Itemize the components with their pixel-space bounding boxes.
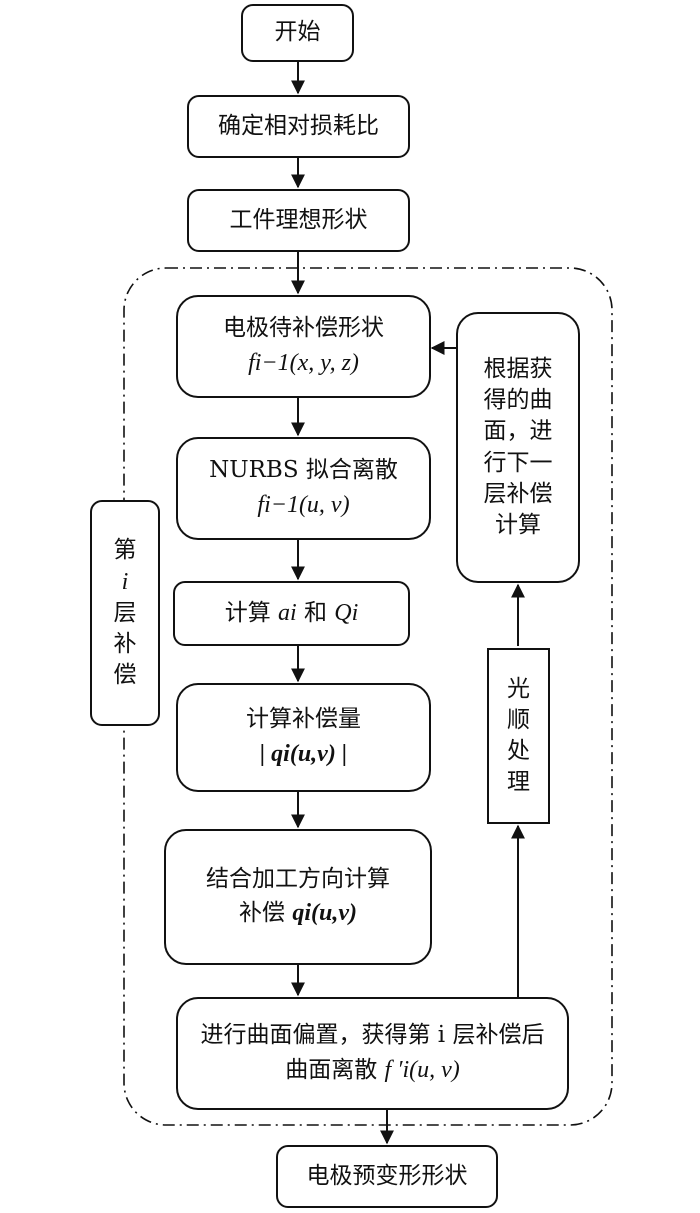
electrode-node: 电极待补偿形状 fi−1(x, y, z): [176, 295, 431, 398]
direction-label: 结合加工方向计算: [206, 865, 390, 892]
layer-char: 补: [113, 631, 137, 658]
ratio-label: 确定相对损耗比: [218, 112, 379, 139]
electrode-label: 电极待补偿形状: [223, 315, 384, 342]
amount-label: 计算补偿量: [246, 706, 361, 733]
next-line: 层补偿: [483, 480, 553, 507]
final-node: 电极预变形形状: [276, 1145, 498, 1208]
electrode-formula: fi−1(x, y, z): [248, 349, 359, 376]
layer-char: 第: [113, 536, 137, 563]
offset-prefix: 曲面离散: [285, 1056, 385, 1083]
layer-char: 层: [113, 600, 137, 627]
layer-char: i: [121, 568, 129, 595]
smooth-char: 光: [507, 675, 530, 702]
smooth-char: 顺: [507, 706, 530, 733]
nurbs-node: NURBS 拟合离散 fi−1(u, v): [176, 437, 431, 540]
compute-mid: 和: [296, 599, 335, 626]
nurbs-formula: fi−1(u, v): [257, 491, 350, 518]
next-line: 计算: [495, 511, 541, 538]
nurbs-label: NURBS 拟合离散: [209, 457, 398, 484]
next-line: 面，进: [483, 418, 553, 445]
start-label: 开始: [274, 19, 321, 46]
amount-formula: | qi(u,v) |: [259, 740, 348, 767]
ideal-shape-node: 工件理想形状: [187, 189, 410, 252]
compute-node: 计算 ai 和 Qi: [173, 581, 410, 646]
next-line: 得的曲: [483, 387, 553, 414]
compute-prefix: 计算: [224, 599, 278, 626]
layer-char: 偿: [113, 662, 137, 689]
compute-q: Qi: [334, 600, 359, 627]
direction-formula: qi(u,v): [292, 900, 357, 927]
next-line: 根据获: [483, 356, 553, 383]
final-label: 电极预变形形状: [306, 1162, 468, 1189]
direction-prefix: 补偿: [239, 900, 293, 927]
offset-formula: f ′i(u, v): [384, 1056, 460, 1083]
ideal-shape-label: 工件理想形状: [229, 206, 368, 233]
amount-node: 计算补偿量 | qi(u,v) |: [176, 683, 431, 792]
offset-label: 进行曲面偏置，获得第 i 层补偿后: [200, 1022, 545, 1049]
direction-line2: 补偿 qi(u,v): [239, 896, 357, 931]
compute-a: ai: [278, 600, 297, 627]
next-line: 行下一: [483, 449, 553, 476]
smooth-char: 处: [507, 738, 530, 764]
next-layer-node: 根据获 得的曲 面，进 行下一 层补偿 计算: [456, 312, 580, 583]
direction-node: 结合加工方向计算 补偿 qi(u,v): [164, 829, 432, 965]
ratio-node: 确定相对损耗比: [187, 95, 410, 158]
offset-line2: 曲面离散 f ′i(u, v): [285, 1053, 460, 1088]
smooth-char: 理: [507, 769, 530, 796]
start-node: 开始: [241, 4, 354, 62]
layer-label-node: 第 i 层 补 偿: [90, 500, 160, 726]
offset-node: 进行曲面偏置，获得第 i 层补偿后 曲面离散 f ′i(u, v): [176, 997, 569, 1110]
smoothing-node: 光 顺 处 理: [487, 648, 550, 824]
